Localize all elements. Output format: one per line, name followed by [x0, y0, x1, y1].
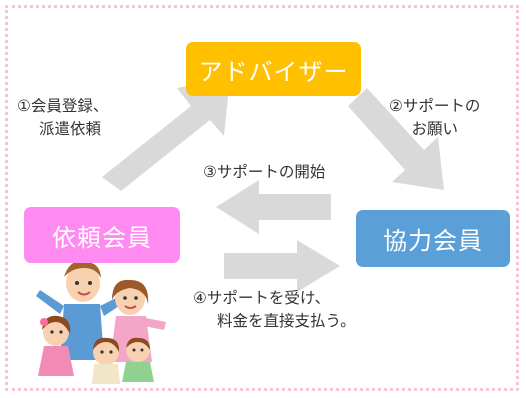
arrow-client-to-advisor [102, 78, 230, 191]
step4-label: ④サポートを受け、 料金を直接支払う。 [193, 287, 356, 333]
step1-label: ①会員登録、 派遣依頼 [17, 95, 108, 141]
step2-line1: ②サポートの [389, 97, 481, 115]
client-member-box: 依頼会員 [24, 207, 180, 263]
dotted-frame [5, 5, 519, 391]
advisor-label: アドバイザー [198, 57, 349, 86]
helper-member-label: 協力会員 [383, 227, 483, 255]
step3-label: ③サポートの開始 [203, 163, 326, 181]
helper-member-box: 協力会員 [356, 210, 510, 267]
step4-line1: ④サポートを受け、 [193, 289, 331, 307]
arrow-helper-to-client [216, 180, 331, 234]
step1-line1: ①会員登録、 [17, 97, 109, 115]
step4-line2: 料金を直接支払う。 [217, 312, 356, 330]
step1-line2: 派遣依頼 [39, 120, 102, 138]
client-member-label: 依頼会員 [52, 223, 152, 252]
family-illustration [36, 261, 166, 384]
step2-line2: お願い [411, 120, 458, 138]
arrow-advisor-to-helper [348, 88, 444, 190]
step2-label: ②サポートの お願い [389, 95, 480, 141]
advisor-box: アドバイザー [186, 42, 361, 96]
arrow-client-to-helper [224, 240, 340, 292]
